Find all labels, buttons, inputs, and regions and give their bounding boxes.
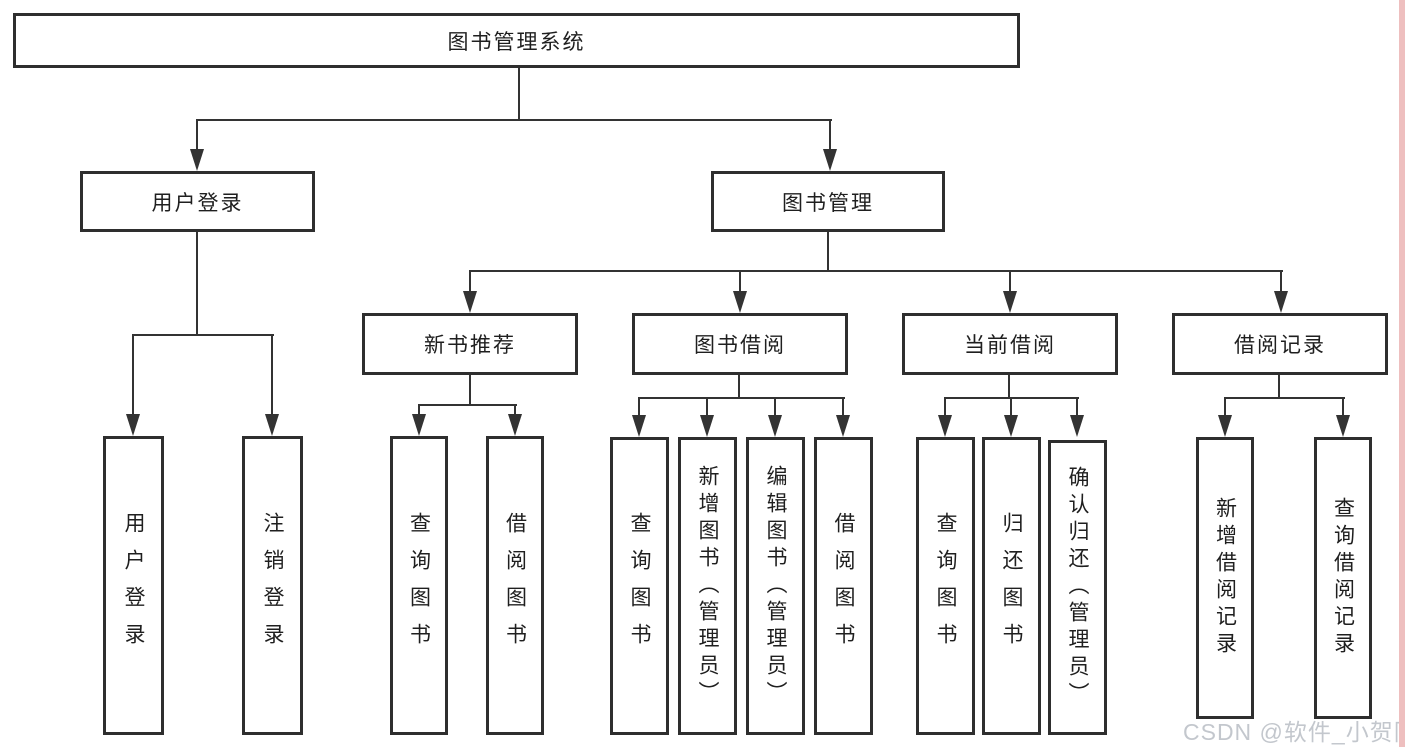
connector-line [514,404,516,416]
connector-line [469,270,471,293]
leaf-user-login: 用户登录 [103,436,164,735]
arrowhead-down-icon [836,415,850,437]
connector-line [842,397,844,415]
connector-line [1224,397,1226,415]
leaf-logout-label: 注销登录 [261,511,284,660]
arrowhead-down-icon [265,414,279,436]
arrowhead-down-icon [1336,415,1350,437]
connector-line [418,404,420,416]
leaf-bb-query-books: 查询图书 [610,437,669,735]
node-root-label: 图书管理系统 [447,30,586,54]
leaf-bb-borrow-books: 借阅图书 [814,437,873,735]
arrowhead-down-icon [463,291,477,313]
node-book-borrow: 图书借阅 [632,313,848,375]
connector-line [944,397,946,415]
connector-line [1224,397,1345,399]
connector-line [1008,375,1010,399]
arrowhead-down-icon [700,415,714,437]
connector-line [469,270,1283,272]
leaf-nbr-borrow-books-label: 借阅图书 [503,511,527,660]
arrowhead-down-icon [768,415,782,437]
leaf-br-query-record-label: 查询借阅记录 [1331,497,1355,659]
leaf-br-query-record: 查询借阅记录 [1314,437,1372,719]
connector-line [1342,397,1344,415]
leaf-cb-confirm-return-admin: 确认归还（管理员） [1048,440,1107,735]
node-new-book-recommend-label: 新书推荐 [424,334,516,357]
leaf-bb-edit-books-admin: 编辑图书（管理员） [746,437,805,735]
node-user-login: 用户登录 [80,171,315,232]
leaf-logout: 注销登录 [242,436,303,735]
arrowhead-down-icon [1274,291,1288,313]
arrowhead-down-icon [508,414,522,436]
connector-line [1076,397,1078,415]
arrowhead-down-icon [733,291,747,313]
leaf-nbr-borrow-books: 借阅图书 [486,436,544,735]
node-new-book-recommend: 新书推荐 [362,313,578,375]
leaf-cb-confirm-return-admin-label: 确认归还（管理员） [1066,466,1089,709]
arrowhead-down-icon [1218,415,1232,437]
node-book-management-label: 图书管理 [782,191,874,215]
connector-line [1278,375,1280,399]
leaf-user-login-label: 用户登录 [122,511,145,660]
arrowhead-down-icon [1070,415,1084,437]
leaf-br-add-record-label: 新增借阅记录 [1213,497,1237,659]
leaf-nbr-query-books: 查询图书 [390,436,448,735]
arrowhead-down-icon [938,415,952,437]
node-book-borrow-label: 图书借阅 [694,334,786,357]
node-current-borrow: 当前借阅 [902,313,1118,375]
connector-line [418,404,517,406]
connector-line [827,232,829,272]
node-current-borrow-label: 当前借阅 [964,334,1056,357]
connector-line [132,334,274,336]
leaf-bb-query-books-label: 查询图书 [628,512,651,660]
arrowhead-down-icon [412,414,426,436]
leaf-br-add-record: 新增借阅记录 [1196,437,1254,719]
connector-line [1010,397,1012,415]
connector-line [196,119,832,121]
leaf-bb-borrow-books-label: 借阅图书 [832,512,855,660]
connector-line [1280,270,1282,293]
connector-line [196,119,198,152]
leaf-nbr-query-books-label: 查询图书 [407,511,431,660]
connector-line [738,375,740,399]
connector-line [774,397,776,415]
leaf-cb-query-books-label: 查询图书 [934,512,957,660]
connector-line [829,119,831,152]
connector-line [706,397,708,415]
leaf-cb-query-books: 查询图书 [916,437,975,735]
leaf-bb-add-books-admin: 新增图书（管理员） [678,437,737,735]
node-borrow-records-label: 借阅记录 [1234,334,1326,357]
node-user-login-label: 用户登录 [151,191,244,215]
arrowhead-down-icon [1003,291,1017,313]
node-book-management: 图书管理 [711,171,945,232]
leaf-cb-return-books: 归还图书 [982,437,1041,735]
connector-line [1009,270,1011,293]
connector-line [638,397,640,415]
connector-line [271,334,273,416]
connector-line [196,232,198,336]
leaf-bb-edit-books-admin-label: 编辑图书（管理员） [764,464,787,708]
connector-line [739,270,741,293]
leaf-bb-add-books-admin-label: 新增图书（管理员） [696,464,719,708]
node-borrow-records: 借阅记录 [1172,313,1388,375]
arrowhead-down-icon [1004,415,1018,437]
connector-line [638,397,845,399]
arrowhead-down-icon [190,149,204,171]
connector-line [469,375,471,406]
arrowhead-down-icon [823,149,837,171]
arrowhead-down-icon [126,414,140,436]
arrowhead-down-icon [632,415,646,437]
connector-line [132,334,134,416]
connector-line [518,68,520,121]
node-root: 图书管理系统 [13,13,1020,68]
right-edge-strip [1399,0,1405,747]
csdn-watermark: CSDN @软件_小贺同学 [1183,719,1405,745]
leaf-cb-return-books-label: 归还图书 [1000,512,1023,660]
